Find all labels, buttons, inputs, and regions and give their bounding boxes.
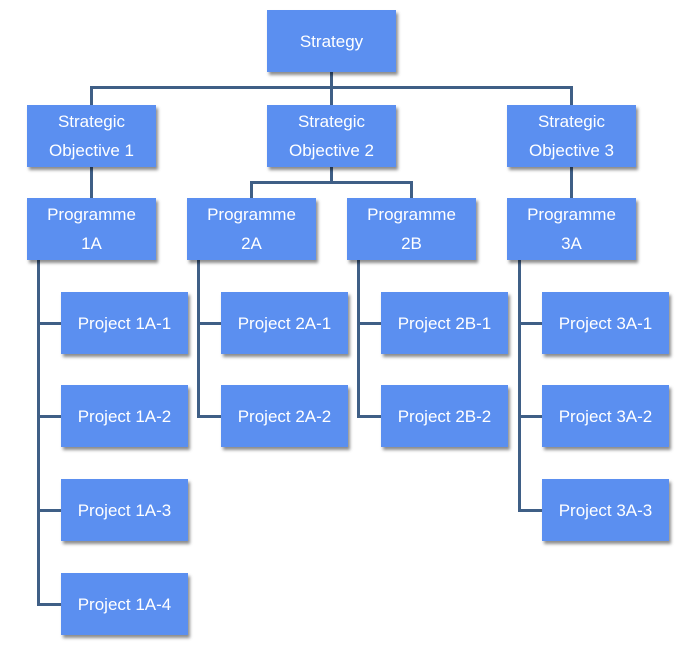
node-programme-2a: Programme 2A: [187, 198, 316, 260]
node-programme-3a: Programme 3A: [507, 198, 636, 260]
connector-project-3a-1-tick: [518, 322, 542, 325]
node-project-1a-4: Project 1A-4: [61, 573, 188, 635]
connector-project-3a-2-tick: [518, 415, 542, 418]
node-project-2a-1: Project 2A-1: [221, 292, 348, 354]
connector-programme-2b-spine: [357, 260, 360, 418]
node-project-3a-3: Project 3A-3: [542, 479, 669, 541]
connector-project-2a-1-tick: [197, 322, 221, 325]
connector-objective-3-drop: [570, 86, 573, 105]
connector-programme-2b-drop: [410, 181, 413, 198]
connector-objective-1-drop: [90, 86, 93, 105]
node-project-1a-2: Project 1A-2: [61, 385, 188, 447]
node-project-3a-2: Project 3A-2: [542, 385, 669, 447]
connector-objective-2-trunk: [330, 167, 333, 182]
connector-project-2a-2-tick: [197, 415, 221, 418]
connector-project-1a-4-tick: [37, 603, 61, 606]
node-programme-1a: Programme 1A: [27, 198, 156, 260]
connector-objective-2-drop: [330, 86, 333, 105]
node-objective-3: Strategic Objective 3: [507, 105, 636, 167]
node-project-1a-1: Project 1A-1: [61, 292, 188, 354]
connector-objective-3-to-programme-3a: [570, 167, 573, 198]
node-objective-2: Strategic Objective 2: [267, 105, 396, 167]
connector-project-1a-2-tick: [37, 415, 61, 418]
node-project-2b-2: Project 2B-2: [381, 385, 508, 447]
node-strategy: Strategy: [267, 10, 396, 72]
connector-project-2b-1-tick: [357, 322, 381, 325]
node-programme-2b: Programme 2B: [347, 198, 476, 260]
node-objective-1: Strategic Objective 1: [27, 105, 156, 167]
connector-strategy-trunk: [330, 72, 333, 88]
connector-project-3a-3-tick: [518, 509, 542, 512]
connector-objective-1-to-programme-1a: [90, 167, 93, 198]
connector-project-2b-2-tick: [357, 415, 381, 418]
node-project-3a-1: Project 3A-1: [542, 292, 669, 354]
node-project-2a-2: Project 2A-2: [221, 385, 348, 447]
node-project-2b-1: Project 2B-1: [381, 292, 508, 354]
connector-programme-2a-spine: [197, 260, 200, 418]
connector-programme-2a-drop: [250, 181, 253, 198]
connector-programme-3a-spine: [518, 260, 521, 512]
connector-programme-1a-spine: [37, 260, 40, 606]
connector-project-1a-1-tick: [37, 322, 61, 325]
node-project-1a-3: Project 1A-3: [61, 479, 188, 541]
connector-programmes-2-bar: [250, 181, 413, 184]
connector-project-1a-3-tick: [37, 509, 61, 512]
